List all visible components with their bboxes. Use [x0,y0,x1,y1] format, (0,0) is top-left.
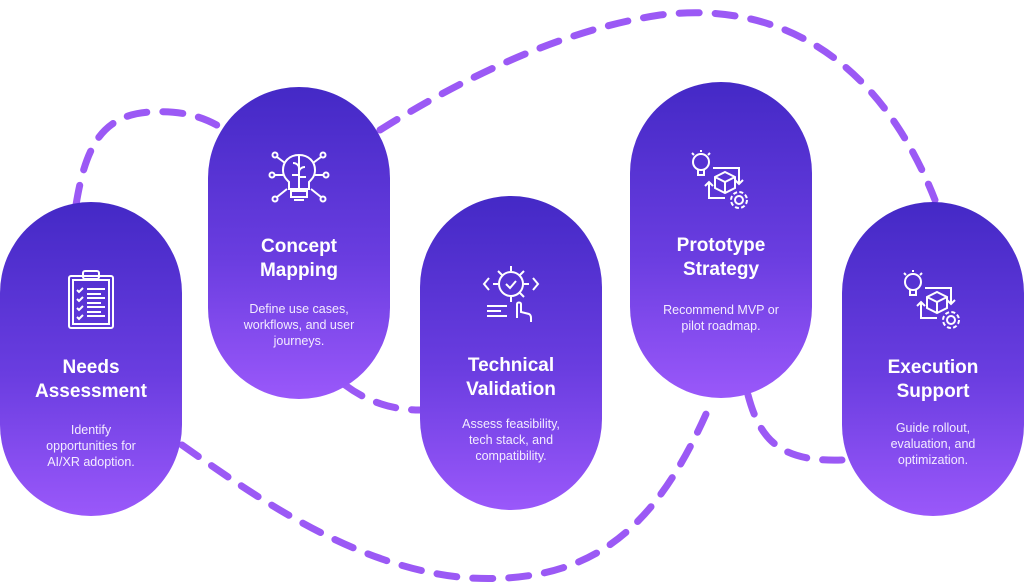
idea-cube-gear-icon [903,270,960,329]
gear-touch-code-icon [482,266,540,322]
clipboard-checklist-icon [68,270,114,329]
brain-lightbulb-icon [268,151,330,203]
connector-concept-to-technical [341,381,424,414]
connector-needs-to-concept [72,108,226,209]
connector-concept-to-execution [376,9,939,204]
connector-prototype-to-execution [744,391,846,464]
connector-needs-to-prototype [178,401,714,583]
idea-cube-gear-icon [691,150,748,209]
